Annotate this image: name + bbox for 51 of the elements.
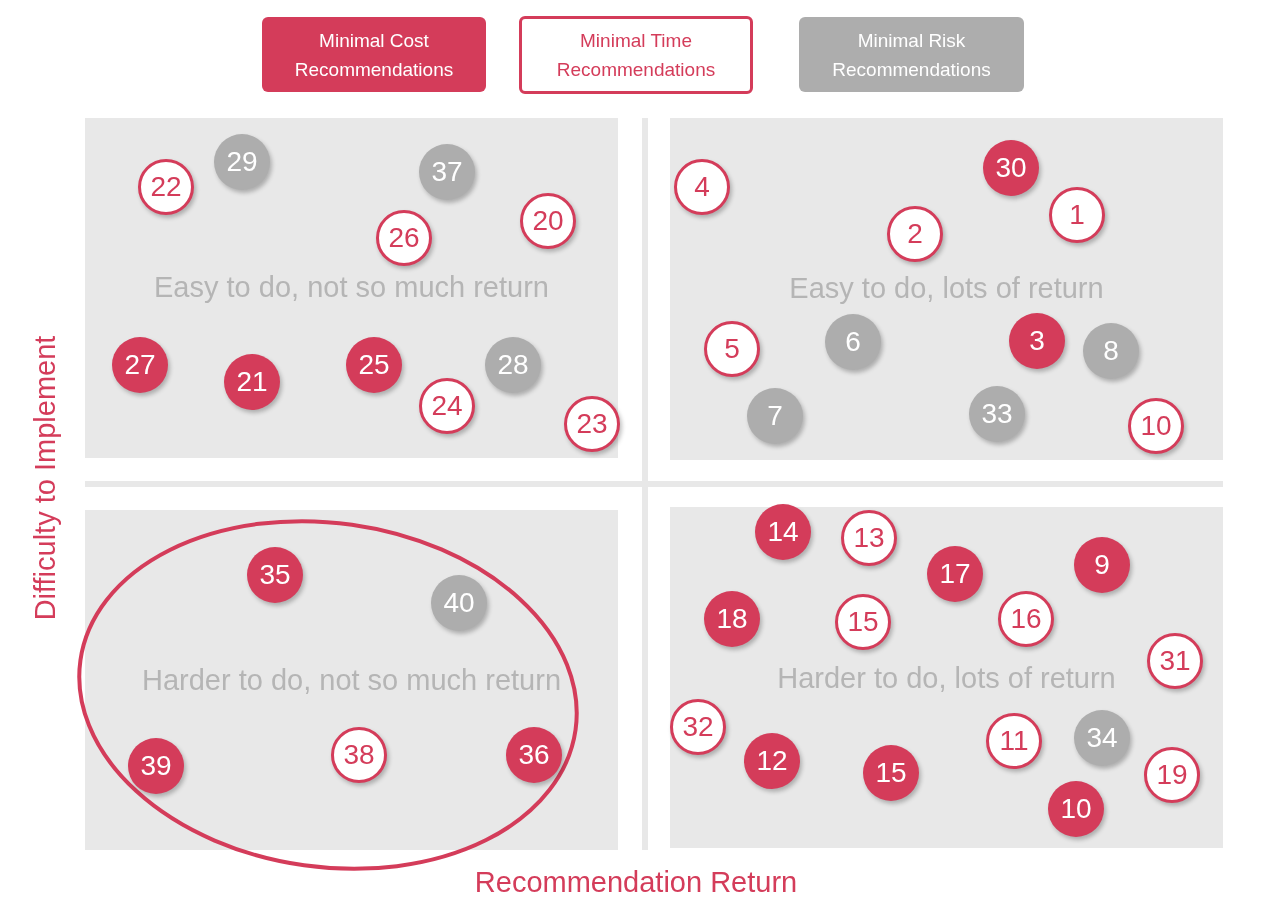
- number-circle: 10: [1128, 398, 1184, 454]
- number-circle: 25: [346, 337, 402, 393]
- number-circle: 22: [138, 159, 194, 215]
- number-circle: 15: [835, 594, 891, 650]
- number-circle: 5: [704, 321, 760, 377]
- quadrant-panel: [85, 510, 618, 850]
- number-circle: 7: [747, 388, 803, 444]
- number-circle: 38: [331, 727, 387, 783]
- number-circle: 36: [506, 727, 562, 783]
- number-circle: 19: [1144, 747, 1200, 803]
- number-circle: 9: [1074, 537, 1130, 593]
- number-circle: 20: [520, 193, 576, 249]
- number-circle: 10: [1048, 781, 1104, 837]
- number-circle: 23: [564, 396, 620, 452]
- number-circle: 17: [927, 546, 983, 602]
- quadrant-panel: [85, 118, 618, 458]
- number-circle: 33: [969, 386, 1025, 442]
- number-circle: 24: [419, 378, 475, 434]
- number-circle: 34: [1074, 710, 1130, 766]
- number-circle: 39: [128, 738, 184, 794]
- number-circle: 37: [419, 144, 475, 200]
- axis-title: Difficulty to Implement: [28, 335, 62, 621]
- number-circle: 8: [1083, 323, 1139, 379]
- number-circle: 30: [983, 140, 1039, 196]
- number-circle: 15: [863, 745, 919, 801]
- number-circle: 27: [112, 337, 168, 393]
- number-circle: 6: [825, 314, 881, 370]
- quadrant-panel: [670, 507, 1223, 848]
- number-circle: 18: [704, 591, 760, 647]
- legend-item: Minimal Cost Recommendations: [262, 17, 486, 92]
- number-circle: 4: [674, 159, 730, 215]
- number-circle: 31: [1147, 633, 1203, 689]
- number-circle: 14: [755, 504, 811, 560]
- number-circle: 28: [485, 337, 541, 393]
- legend-item: Minimal Time Recommendations: [519, 16, 753, 94]
- number-circle: 40: [431, 575, 487, 631]
- number-circle: 21: [224, 354, 280, 410]
- number-circle: 35: [247, 547, 303, 603]
- number-circle: 2: [887, 206, 943, 262]
- number-circle: 29: [214, 134, 270, 190]
- number-circle: 11: [986, 713, 1042, 769]
- number-circle: 3: [1009, 313, 1065, 369]
- number-circle: 1: [1049, 187, 1105, 243]
- number-circle: 16: [998, 591, 1054, 647]
- quadrant-panel: [670, 118, 1223, 460]
- legend-item: Minimal Risk Recommendations: [799, 17, 1024, 92]
- number-circle: 32: [670, 699, 726, 755]
- axis-title: Recommendation Return: [474, 865, 798, 899]
- number-circle: 13: [841, 510, 897, 566]
- number-circle: 12: [744, 733, 800, 789]
- number-circle: 26: [376, 210, 432, 266]
